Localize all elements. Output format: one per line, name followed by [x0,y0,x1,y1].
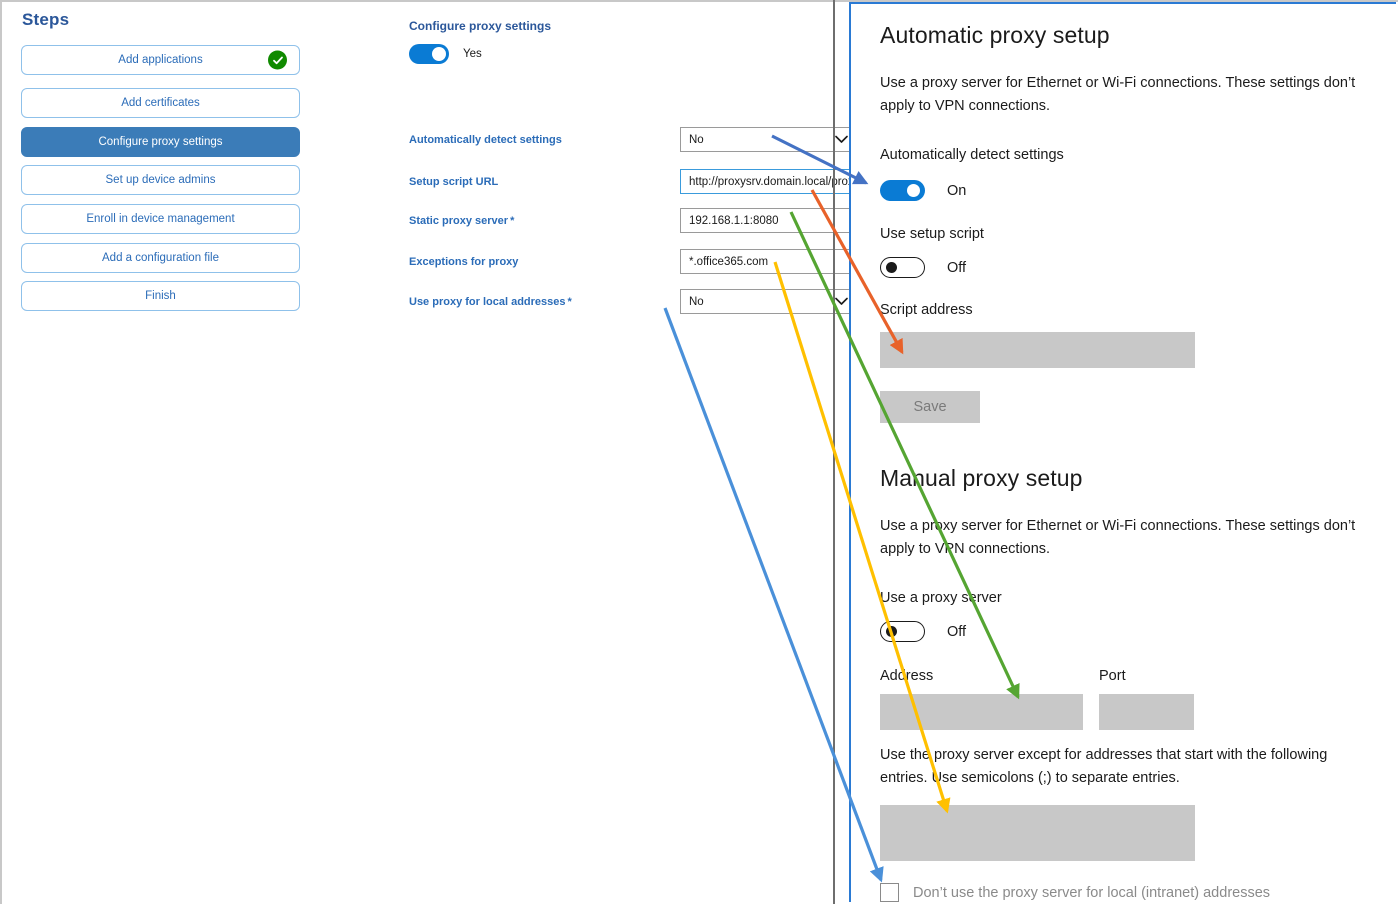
field-label: Static proxy server* [409,215,515,227]
use-a-proxy-server-toggle[interactable]: Off [880,621,966,642]
select-value: No [689,295,704,308]
script-address-input[interactable] [880,332,1195,368]
windows-proxy-settings-panel: Automatic proxy setup Use a proxy server… [849,2,1396,902]
static-proxy-server-input[interactable]: 192.168.1.1:8080 [680,208,856,233]
toggle-state-label: Off [947,259,967,276]
required-marker: * [567,296,572,308]
toggle-value-label: Yes [463,48,482,60]
input-value: 192.168.1.1:8080 [689,214,779,227]
select-value: No [689,133,704,146]
automatic-proxy-description: Use a proxy server for Ethernet or Wi-Fi… [880,75,1356,114]
field-label: Setup script URL [409,176,499,188]
automatically-detect-settings-label: Automatically detect settings [880,147,1064,163]
proxy-exceptions-input[interactable] [880,805,1195,861]
chevron-down-icon [835,297,848,305]
check-circle-icon [268,50,287,70]
field-label: Automatically detect settings [409,134,562,146]
chevron-down-icon [835,135,848,143]
setup-script-url-input[interactable]: http://proxysrv.domain.local/proxy.pa [680,169,875,194]
exceptions-for-proxy-input[interactable]: *.office365.com [680,249,856,274]
step-label: Configure proxy settings [98,136,223,148]
step-finish[interactable]: Finish [21,281,300,311]
use-proxy-for-local-addresses-select[interactable]: No [680,289,856,314]
left-border [0,0,2,904]
configure-proxy-toggle[interactable]: Yes [409,44,482,64]
toggle-switch-off[interactable] [880,257,925,278]
use-setup-script-label: Use setup script [880,226,984,242]
checkbox-unchecked-icon[interactable] [880,883,899,902]
step-label: Add a configuration file [102,252,219,264]
field-label: Exceptions for proxy [409,256,519,268]
address-input[interactable] [880,694,1083,730]
step-label: Set up device admins [105,174,216,186]
toggle-state-label: On [947,182,967,199]
input-value: http://proxysrv.domain.local/proxy.pa [689,175,875,188]
step-enroll-in-device-management[interactable]: Enroll in device management [21,204,300,234]
form-heading: Configure proxy settings [409,19,552,33]
script-address-label: Script address [880,302,973,318]
toggle-switch-on[interactable] [409,44,449,64]
steps-panel: Steps Add applications Add certificates … [0,0,330,904]
step-configure-proxy-settings[interactable]: Configure proxy settings [21,127,300,157]
required-marker: * [510,215,515,227]
automatically-detect-settings-select[interactable]: No [680,127,856,152]
port-label: Port [1099,668,1126,684]
manual-proxy-description: Use a proxy server for Ethernet or Wi-Fi… [880,518,1356,557]
use-setup-script-toggle[interactable]: Off [880,257,966,278]
bypass-local-addresses-label: Don’t use the proxy server for local (in… [913,884,1271,901]
use-a-proxy-server-label: Use a proxy server [880,590,1002,606]
manual-proxy-setup-heading: Manual proxy setup [880,465,1083,491]
toggle-switch-off[interactable] [880,621,925,642]
save-button[interactable]: Save [880,391,980,423]
toggle-switch-on[interactable] [880,180,925,201]
port-input[interactable] [1099,694,1194,730]
toggle-state-label: Off [947,623,967,640]
step-label: Add applications [118,54,203,66]
step-set-up-device-admins[interactable]: Set up device admins [21,165,300,195]
input-value: *.office365.com [689,255,769,268]
automatically-detect-settings-toggle[interactable]: On [880,180,966,201]
steps-heading: Steps [22,10,70,29]
proxy-form-panel: Configure proxy settings Yes Automatical… [330,0,875,904]
step-add-a-configuration-file[interactable]: Add a configuration file [21,243,300,273]
step-label: Add certificates [121,97,200,109]
bypass-local-addresses-row[interactable]: Don’t use the proxy server for local (in… [880,883,1270,902]
automatic-proxy-setup-heading: Automatic proxy setup [880,22,1110,48]
top-border [0,0,1398,2]
proxy-exceptions-description: Use the proxy server except for addresse… [880,747,1328,786]
panel-divider-line [833,0,835,904]
field-label: Use proxy for local addresses* [409,296,572,308]
step-label: Finish [145,290,176,302]
step-add-certificates[interactable]: Add certificates [21,88,300,118]
step-label: Enroll in device management [86,213,235,225]
address-label: Address [880,668,934,684]
step-add-applications[interactable]: Add applications [21,45,300,75]
